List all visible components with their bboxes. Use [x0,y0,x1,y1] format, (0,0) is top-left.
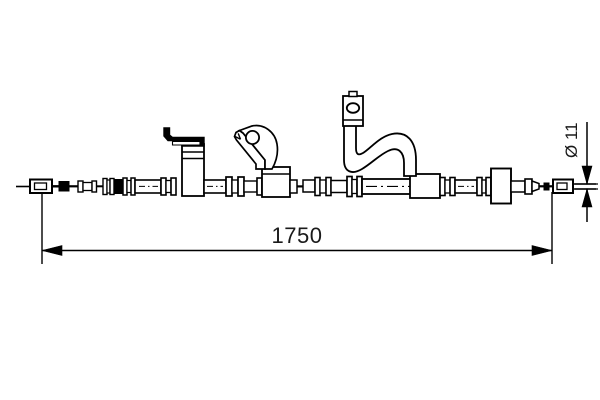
cable-diameter-label: Ø 11 [562,122,581,158]
bracket-hook-flat [163,127,205,197]
right-end-terminal [549,178,596,194]
right-adjuster-block [490,167,550,205]
center-conduit [361,178,415,195]
bracket-eyelet-diagonal [233,124,291,198]
bracket-eyelet-tall-s-curve [342,90,441,199]
left-ferrule-group [77,180,103,193]
cable-assembly [16,90,596,205]
left-end-terminal [29,178,78,194]
dimension-overall-length: 1750 [42,192,552,264]
left-spring-sleeve [102,177,136,196]
conduit-segment-c [289,175,363,198]
conduit-segment-a [134,177,177,196]
overall-length-label: 1750 [272,223,323,248]
conduit-segment-d [439,176,492,197]
dimension-cable-diameter: Ø 11 [562,122,598,222]
